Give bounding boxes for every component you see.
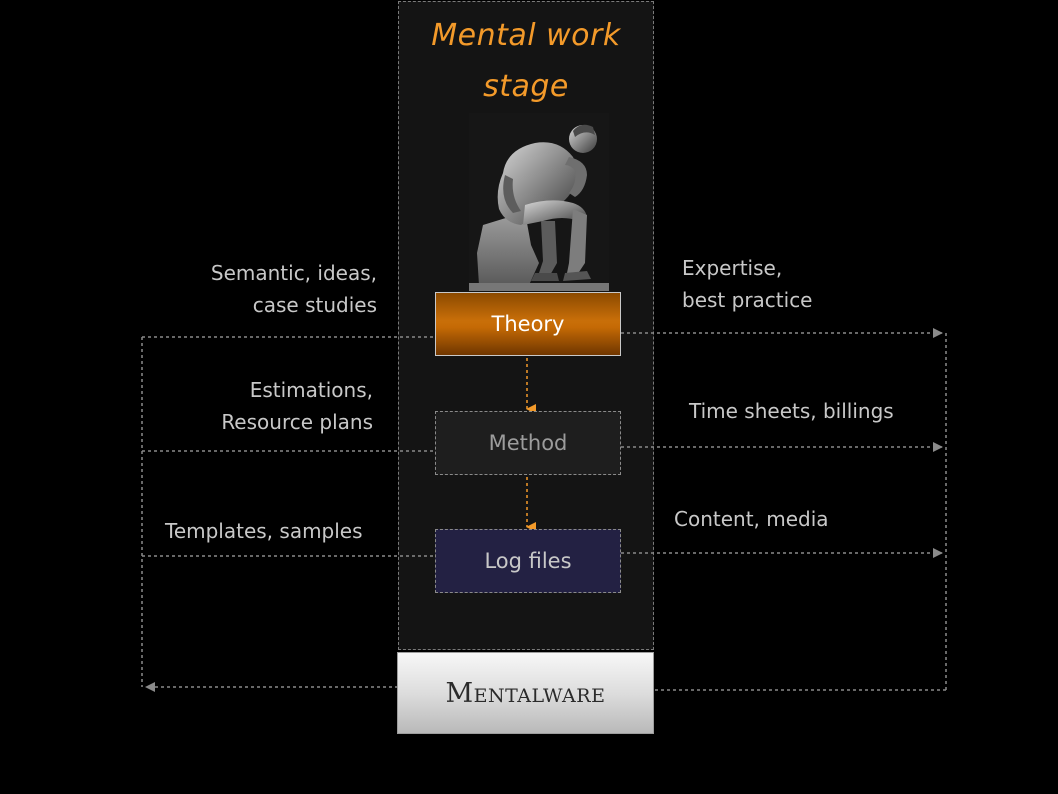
method-label: Method	[488, 431, 568, 455]
right-label-top-line-1: Expertise,	[682, 256, 783, 280]
left-label-top-line-1: Semantic, ideas,	[210, 261, 377, 285]
stage-title-line-1: Mental work	[431, 18, 621, 53]
right-label-bottom: Content, media	[674, 503, 829, 535]
log-files-label: Log files	[484, 549, 572, 573]
left-label-middle-line-2: Resource plans	[221, 410, 373, 434]
left-label-bottom-line-1: Templates, samples	[165, 519, 363, 543]
mentalware-label: Mentalware	[445, 677, 606, 709]
left-label-top-line-2: case studies	[252, 293, 377, 317]
left-label-middle-line-1: Estimations,	[249, 378, 373, 402]
right-label-middle-line-1: Time sheets, billings	[689, 399, 894, 423]
thinker-statue-image	[469, 113, 609, 291]
theory-label: Theory	[491, 312, 565, 336]
log-files-box: Log files	[435, 529, 621, 593]
theory-box: Theory	[435, 292, 621, 356]
method-box: Method	[435, 411, 621, 475]
right-label-middle: Time sheets, billings	[689, 395, 894, 427]
right-label-bottom-line-1: Content, media	[674, 507, 829, 531]
stage-title-line-2: stage	[483, 69, 569, 104]
left-label-bottom: Templates, samples	[165, 515, 363, 547]
right-label-top: Expertise, best practice	[682, 252, 813, 316]
mentalware-box: Mentalware	[397, 652, 654, 734]
left-label-middle: Estimations, Resource plans	[221, 374, 373, 438]
right-label-top-line-2: best practice	[682, 288, 813, 312]
stage-title: Mental work stage	[398, 10, 654, 112]
left-label-top: Semantic, ideas, case studies	[211, 257, 377, 321]
